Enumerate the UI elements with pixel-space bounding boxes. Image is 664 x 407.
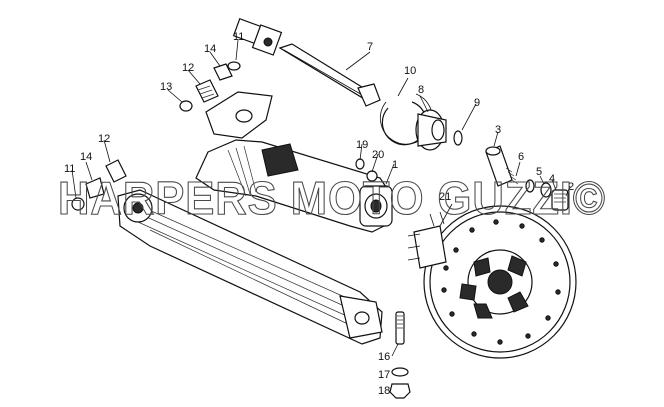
callout-5: 5	[536, 166, 542, 178]
leader-lines	[71, 39, 571, 357]
callout-8: 8	[418, 84, 424, 96]
callout-1: 1	[392, 159, 398, 171]
brake-disc-hub	[407, 205, 577, 359]
pivot-bolt-group-top	[179, 61, 241, 112]
callout-20: 20	[372, 149, 384, 161]
callout-21: 21	[439, 191, 451, 203]
callout-18: 18	[378, 385, 390, 397]
swing-arm	[117, 91, 393, 345]
callout-10: 10	[404, 65, 416, 77]
callout-numbers: 7 10 8 9 3 6 5 4 2 11 14 12 13 19 20 1 2…	[64, 31, 574, 397]
callout-17: 17	[378, 369, 390, 381]
circlip-seal-group	[379, 93, 463, 151]
bearing-spring-group	[485, 145, 569, 211]
watermark-text: HARPERS MOTO GUZZI©	[58, 172, 606, 224]
callout-13: 13	[160, 81, 172, 93]
callout-11-left: 11	[64, 163, 75, 175]
callout-16: 16	[378, 351, 390, 363]
callout-11-top: 11	[233, 31, 244, 43]
callout-12-top: 12	[182, 62, 194, 74]
callout-7: 7	[367, 41, 373, 53]
callout-19: 19	[356, 139, 368, 151]
drive-shaft	[232, 18, 381, 107]
lower-bolt-group	[389, 311, 411, 399]
callout-9: 9	[474, 97, 480, 109]
pivot-bolt-group-left	[71, 159, 127, 211]
callout-14-left: 14	[80, 151, 92, 163]
callout-2: 2	[568, 181, 574, 193]
callout-12-left: 12	[98, 133, 110, 145]
callout-14-top: 14	[204, 43, 216, 55]
callout-3: 3	[495, 124, 501, 136]
callout-4: 4	[549, 173, 555, 185]
callout-6: 6	[518, 151, 524, 163]
